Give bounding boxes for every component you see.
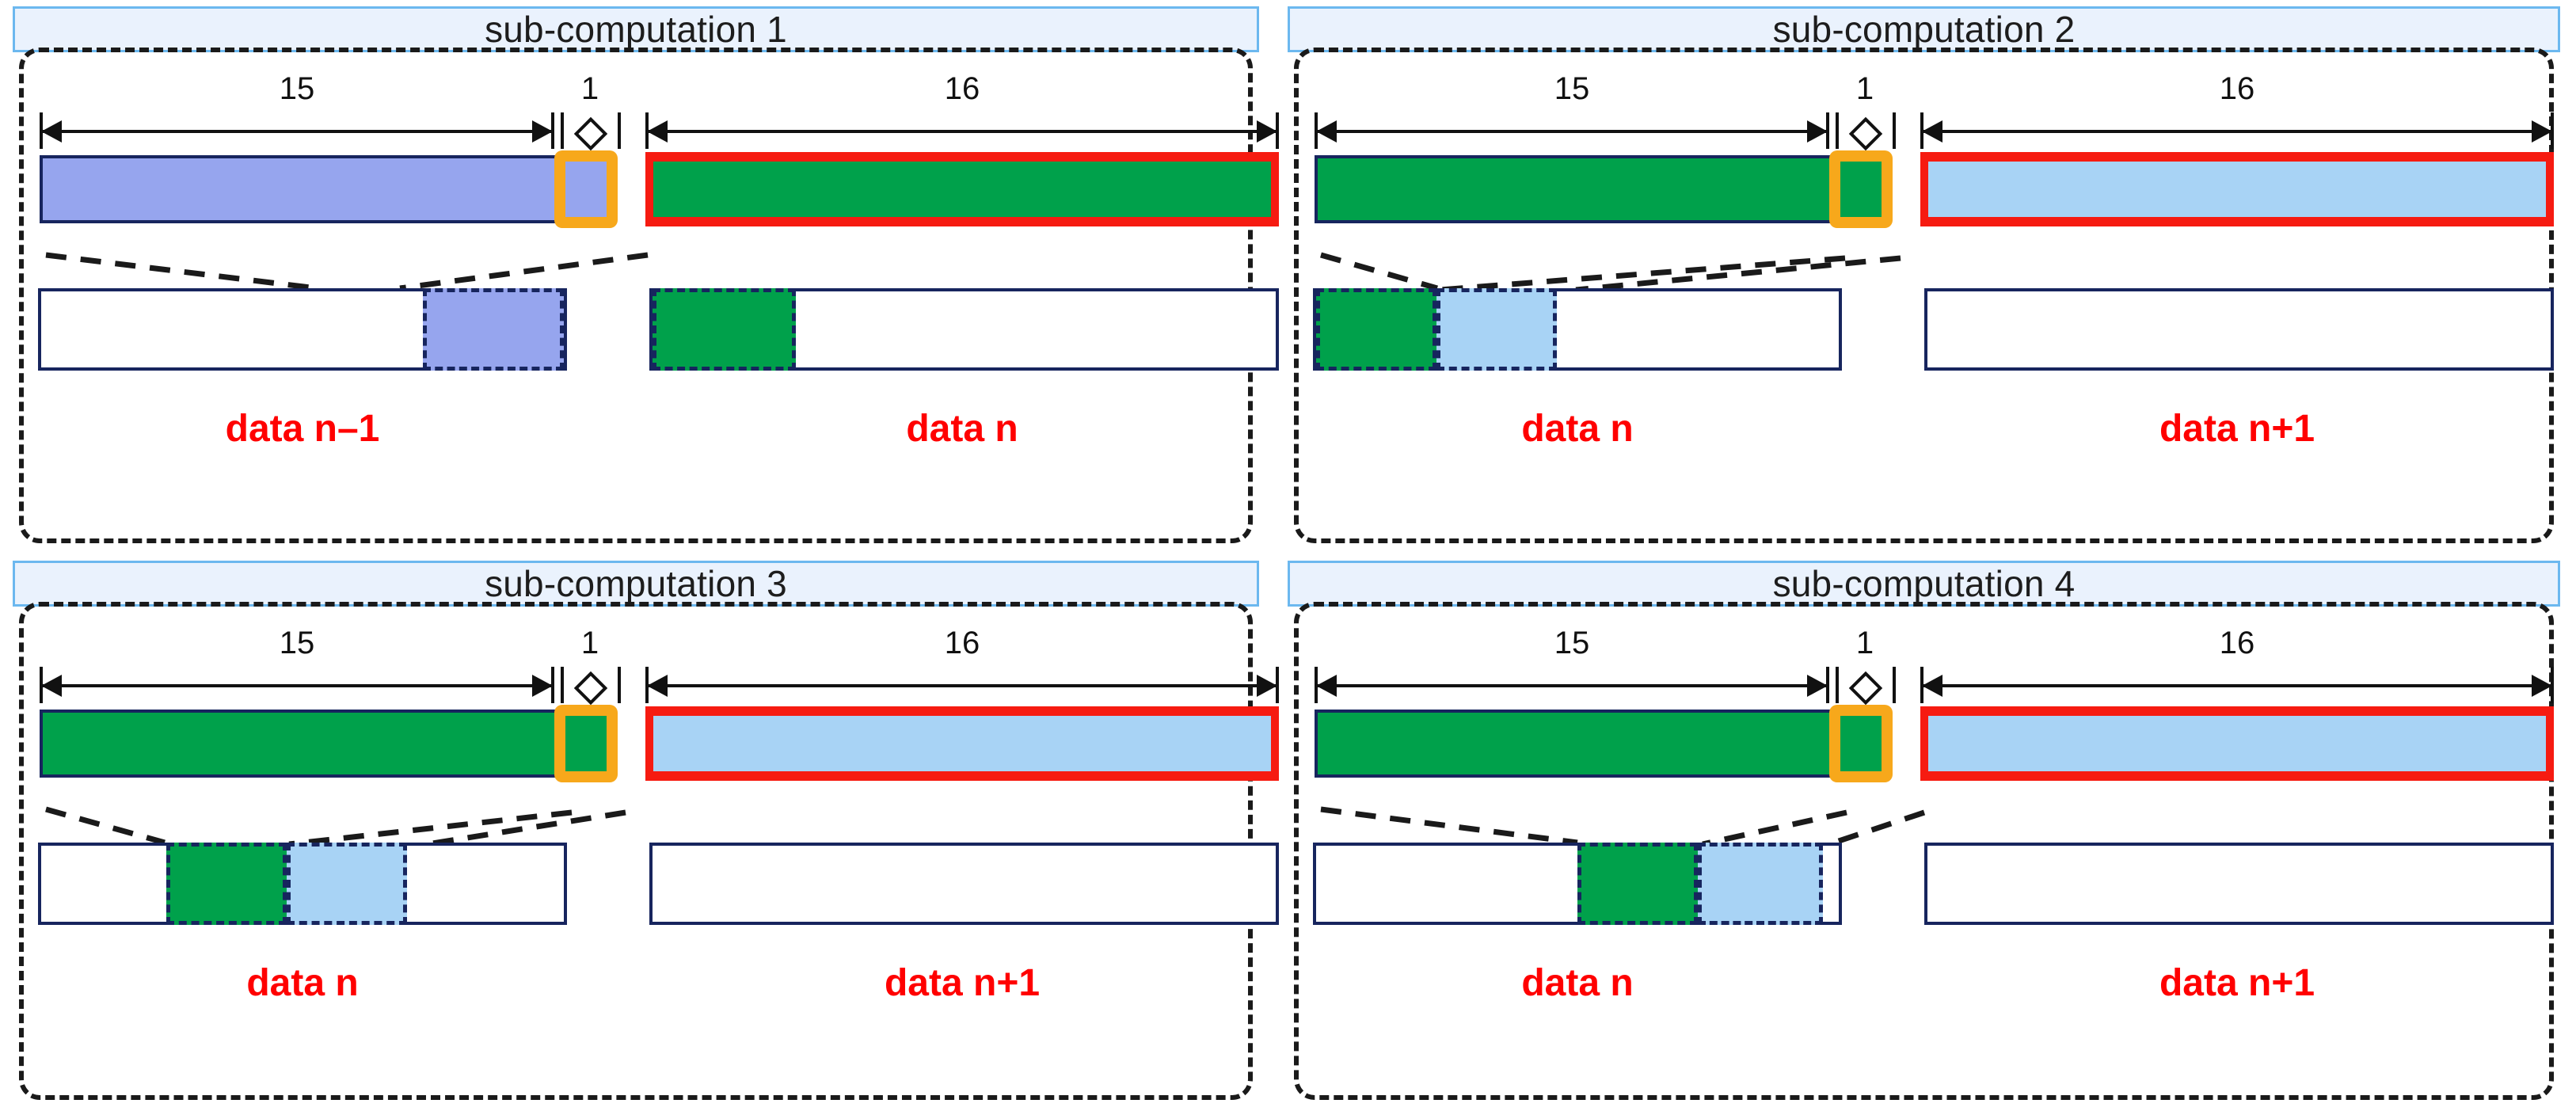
dim-label-16-p4: 16 [2219, 626, 2255, 660]
panel-title-4: sub-computation 4 [1288, 561, 2560, 607]
panel-title-1: sub-computation 1 [13, 6, 1259, 52]
dim-arrow-16-p3 [645, 667, 1279, 703]
segment-green-p3 [166, 843, 287, 925]
dim-arrow-15-p3 [40, 667, 554, 703]
top-bar-left-p4 [1315, 710, 1837, 778]
top-bar-left-p1 [40, 155, 562, 223]
top-bar-left-p3 [40, 710, 562, 778]
dim-arrow-16-p4 [1920, 667, 2554, 703]
panel-sub-computation-3: sub-computation 3 15 1 16 [0, 554, 1279, 1111]
top-bar-row-4: 15 1 16 [1275, 626, 2576, 782]
dim-label-1-p2: 1 [1855, 71, 1874, 106]
dim-arrow-1-p2 [1836, 112, 1896, 151]
panel-content-1: 15 1 16 [0, 51, 1279, 543]
top-bar-right-p2 [1920, 152, 2554, 226]
panel-content-3: 15 1 16 [0, 605, 1279, 1100]
orange-highlight-p1 [554, 150, 618, 228]
top-bar-row-3: 15 1 16 [0, 626, 1279, 782]
data-label-left-p3: data n [246, 962, 359, 1004]
top-bar-row-1: 15 1 16 [0, 71, 1279, 228]
dim-label-1-p3: 1 [580, 626, 599, 660]
dim-label-15-p2: 15 [1554, 71, 1590, 106]
data-label-right-p1: data n [906, 408, 1018, 450]
dim-arrow-16-p2 [1920, 112, 2554, 149]
bottom-frame-row-3: data n data n+1 [0, 843, 1279, 1004]
segment-sky-p4 [1697, 843, 1824, 925]
bottom-frame-row-4: data n data n+1 [1275, 843, 2576, 1004]
dim-label-15-p1: 15 [279, 71, 315, 106]
panel-title-3: sub-computation 3 [13, 561, 1259, 607]
data-frame-right-p1 [649, 288, 1279, 371]
segment-sky-p3 [287, 843, 407, 925]
data-label-left-p1: data n–1 [225, 408, 380, 450]
dim-label-15-p3: 15 [279, 626, 315, 660]
dim-label-1-p1: 1 [580, 71, 599, 106]
dim-arrow-1-p4 [1836, 667, 1896, 706]
data-frame-left-p2 [1313, 288, 1842, 371]
data-label-right-p2: data n+1 [2159, 408, 2315, 450]
dim-arrow-15-p4 [1315, 667, 1829, 703]
data-label-left-p2: data n [1521, 408, 1634, 450]
top-bar-right-p4 [1920, 706, 2554, 781]
data-frame-right-p4 [1924, 843, 2554, 925]
top-bar-left-p2 [1315, 155, 1837, 223]
top-bar-row-2: 15 1 16 [1275, 71, 2576, 228]
dim-label-16-p1: 16 [944, 71, 980, 106]
segment-green-p4 [1577, 843, 1698, 925]
data-label-right-p4: data n+1 [2159, 962, 2315, 1004]
segment-sky-p2 [1436, 288, 1557, 371]
segment-periwinkle-p1 [422, 288, 564, 371]
panel-sub-computation-2: sub-computation 2 15 1 16 [1275, 0, 2576, 554]
bottom-frame-row-2: data n data n+1 [1275, 288, 2576, 450]
dim-label-16-p3: 16 [944, 626, 980, 660]
data-frame-right-p3 [649, 843, 1279, 925]
top-bar-right-p3 [645, 706, 1279, 781]
orange-highlight-p3 [554, 705, 618, 782]
orange-highlight-p4 [1829, 705, 1893, 782]
dim-arrow-15-p2 [1315, 112, 1829, 149]
dim-label-15-p4: 15 [1554, 626, 1590, 660]
dim-label-16-p2: 16 [2219, 71, 2255, 106]
dim-arrow-1-p3 [561, 667, 621, 706]
segment-green-p2 [1316, 288, 1436, 371]
data-label-left-p4: data n [1521, 962, 1634, 1004]
panel-sub-computation-4: sub-computation 4 15 1 16 [1275, 554, 2576, 1111]
data-frame-left-p3 [38, 843, 567, 925]
panel-content-2: 15 1 16 [1275, 51, 2576, 543]
dim-label-1-p4: 1 [1855, 626, 1874, 660]
data-label-right-p3: data n+1 [884, 962, 1041, 1004]
segment-green-p1 [653, 288, 796, 371]
dim-arrow-16-p1 [645, 112, 1279, 149]
dim-arrow-15-p1 [40, 112, 554, 149]
top-bar-right-p1 [645, 152, 1279, 226]
data-frame-left-p4 [1313, 843, 1842, 925]
panel-content-4: 15 1 16 [1275, 605, 2576, 1100]
panel-sub-computation-1: sub-computation 1 15 1 16 [0, 0, 1279, 554]
orange-highlight-p2 [1829, 150, 1893, 228]
panel-title-2: sub-computation 2 [1288, 6, 2560, 52]
data-frame-right-p2 [1924, 288, 2554, 371]
data-frame-left-p1 [38, 288, 567, 371]
bottom-frame-row-1: data n–1 data n [0, 288, 1279, 450]
dim-arrow-1-p1 [561, 112, 621, 151]
